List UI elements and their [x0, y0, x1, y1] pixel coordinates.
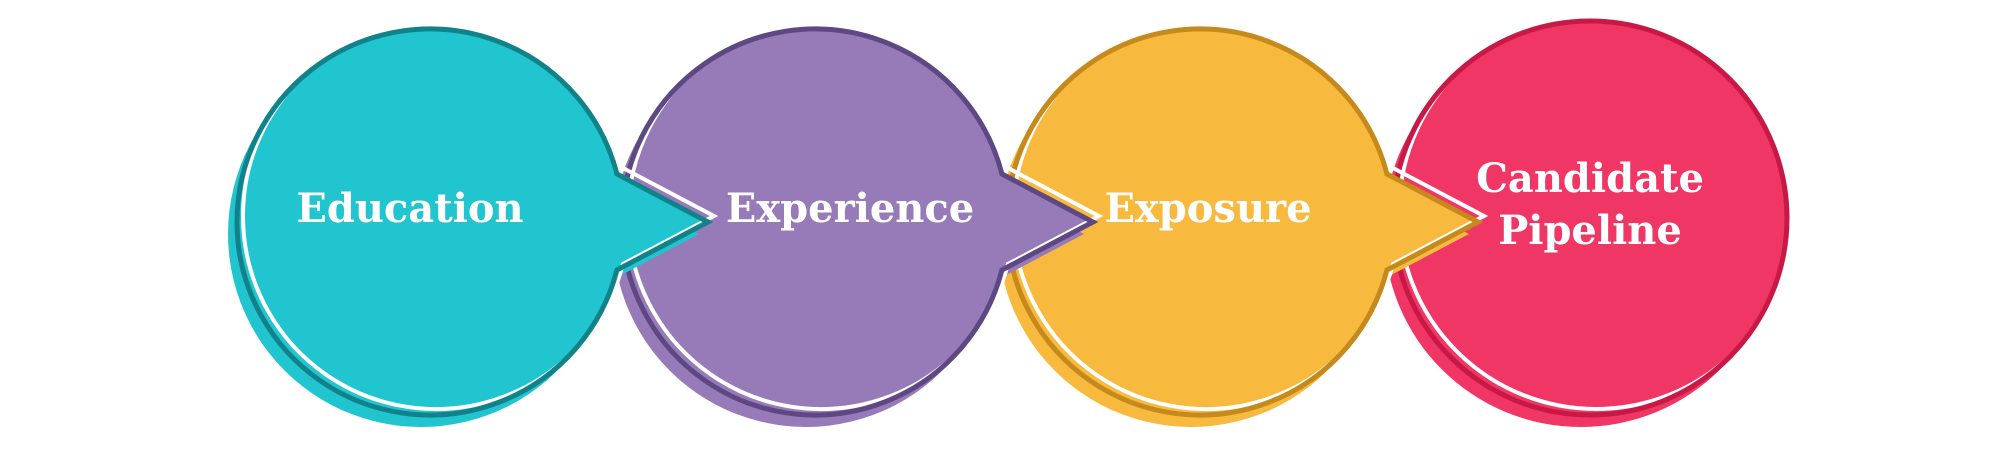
bubble-outline [234, 26, 714, 418]
step-label-line: Pipeline [1498, 207, 1682, 254]
step-label-line: Experience [726, 185, 974, 232]
step-label-line: Exposure [1104, 185, 1311, 232]
bubble-outline [1390, 18, 1790, 418]
bubble-body [1393, 21, 1787, 415]
bubble-body [622, 28, 1093, 416]
bubble-body [1007, 28, 1478, 416]
step-exposure: Exposure [998, 21, 1489, 428]
step-label: Exposure [1104, 185, 1311, 232]
step-label-line: Education [296, 185, 523, 232]
bubble-body [236, 28, 708, 416]
step-label: Experience [726, 185, 974, 232]
step-education: Education [227, 21, 719, 428]
step-label: Education [296, 185, 523, 232]
step-label-line: Candidate [1476, 155, 1704, 202]
